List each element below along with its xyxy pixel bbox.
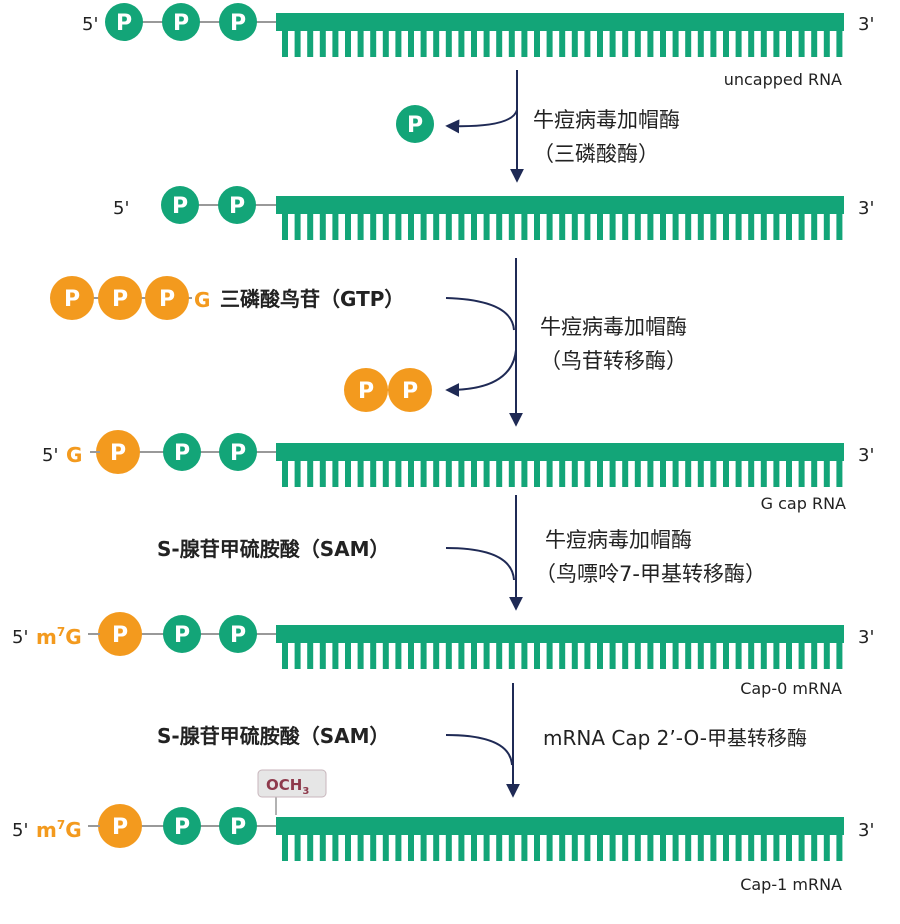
three-prime-label: 3' <box>858 627 874 648</box>
phosphate-letter: P <box>230 441 246 466</box>
phosphate-letter: P <box>172 194 188 219</box>
phosphate-letter: P <box>64 287 80 312</box>
five-prime-label: 5' <box>42 445 58 466</box>
guanosine-cap-label: G <box>66 443 82 467</box>
cap1-mrna-label: Cap-1 mRNA <box>740 875 842 894</box>
phosphate-letter: P <box>174 623 190 648</box>
phosphate-circle <box>98 804 142 848</box>
phosphate-circle <box>145 276 189 320</box>
phosphate-letter: P <box>402 379 418 404</box>
phosphate-letter: P <box>112 623 128 648</box>
five-prime-label: 5' <box>113 198 129 219</box>
phosphate-circle <box>219 615 257 653</box>
phosphate-letter: P <box>173 11 189 36</box>
cap0-mrna-label: Cap-0 mRNA <box>740 679 842 698</box>
phosphate-circle <box>219 807 257 845</box>
three-prime-label: 3' <box>858 820 874 841</box>
reaction-arrows <box>445 70 524 798</box>
gtp-guanosine-label: G <box>194 288 210 312</box>
phosphate-letter: P <box>112 287 128 312</box>
phosphate-circle <box>396 105 434 143</box>
rna-strand <box>276 13 844 57</box>
rna-name-labels: uncapped RNA G cap RNA Cap-0 mRNA Cap-1 … <box>724 70 846 894</box>
rna-strand <box>276 443 844 487</box>
step3-substrate: S-腺苷甲硫胺酸（SAM） <box>157 537 390 561</box>
phosphate-circle <box>163 807 201 845</box>
phosphate-letter: P <box>174 815 190 840</box>
phosphate-circle <box>344 368 388 412</box>
phosphate-letter: P <box>407 113 423 138</box>
phosphate-circle <box>163 433 201 471</box>
phosphate-circle <box>163 615 201 653</box>
step3-enzyme: 牛痘病毒加帽酶 <box>545 528 692 552</box>
m7g-cap-label: m7G <box>36 818 82 842</box>
rna-strand <box>276 625 844 669</box>
cap-letters: G m7G m7G G <box>36 288 210 842</box>
phosphate-circle <box>96 430 140 474</box>
three-prime-label: 3' <box>858 14 874 35</box>
phosphate-letter: P <box>159 287 175 312</box>
m7g-cap-label: m7G <box>36 625 82 649</box>
svg-text:OCH3: OCH3 <box>266 776 309 797</box>
phosphate-letter: P <box>230 815 246 840</box>
phosphate-letter: P <box>229 194 245 219</box>
phosphate-circle <box>218 186 256 224</box>
phosphate-circle <box>219 433 257 471</box>
phosphate-circle <box>105 3 143 41</box>
step3-activity: （鸟嘌呤7-甲基转移酶） <box>535 562 766 586</box>
phosphate-letter: P <box>358 379 374 404</box>
phosphate-letter: P <box>112 815 128 840</box>
phosphate-circle <box>98 276 142 320</box>
three-prime-label: 3' <box>858 198 874 219</box>
phosphate-circle <box>161 186 199 224</box>
phosphate-chain: P <box>396 105 434 143</box>
step1-enzyme: 牛痘病毒加帽酶 <box>533 108 680 132</box>
five-prime-label: 5' <box>12 820 28 841</box>
rna-strands <box>276 13 844 861</box>
five-prime-label: 5' <box>12 627 28 648</box>
phosphate-letter: P <box>174 441 190 466</box>
step4-enzyme: mRNA Cap 2’-O-甲基转移酶 <box>543 726 807 750</box>
phosphate-circle <box>219 3 257 41</box>
uncapped-rna-label: uncapped RNA <box>724 70 842 89</box>
rna-strand <box>276 196 844 240</box>
step2-substrate: 三磷酸鸟苷（GTP） <box>220 287 404 311</box>
step4-substrate: S-腺苷甲硫胺酸（SAM） <box>157 724 390 748</box>
five-prime-label: 5' <box>82 14 98 35</box>
end-labels: 5' 3' 5' 3' 5' 3' 5' 3' 5' 3' <box>12 14 874 841</box>
step1-activity: （三磷酸酶） <box>533 142 659 166</box>
phosphate-letter: P <box>230 11 246 36</box>
three-prime-label: 3' <box>858 445 874 466</box>
phosphate-circle <box>98 612 142 656</box>
step2-activity: （鸟苷转移酶） <box>540 349 687 373</box>
phosphate-letter: P <box>116 11 132 36</box>
phosphate-letter: P <box>230 623 246 648</box>
phosphate-circle <box>388 368 432 412</box>
phosphate-letter: P <box>110 441 126 466</box>
phosphate-circle <box>162 3 200 41</box>
g-cap-rna-label: G cap RNA <box>761 494 846 513</box>
phosphate-circle <box>50 276 94 320</box>
och3-methyl-tag: OCH3 <box>257 769 327 815</box>
step2-enzyme: 牛痘病毒加帽酶 <box>540 315 687 339</box>
rna-strand <box>276 817 844 861</box>
